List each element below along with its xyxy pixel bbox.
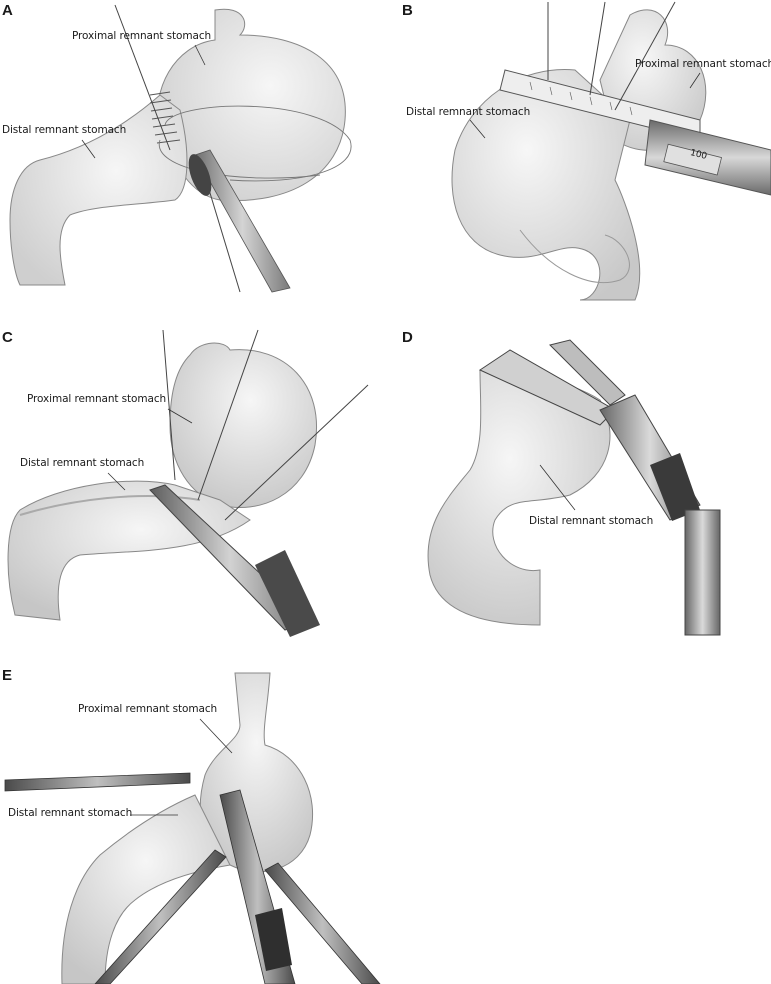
panel-e-letter: E bbox=[2, 667, 13, 684]
grasper-right bbox=[264, 862, 381, 984]
grasper-left-top bbox=[4, 772, 191, 792]
grasper-left-bottom bbox=[94, 849, 227, 984]
panel-e-illustration bbox=[4, 672, 381, 984]
distal-stomach-shape bbox=[451, 69, 641, 301]
panel-b-label-proximal: Proximal remnant stomach bbox=[635, 58, 771, 70]
panel-b-letter: B bbox=[402, 2, 413, 19]
proximal-stomach-shape bbox=[169, 342, 317, 508]
panel-e-label-distal: Distal remnant stomach bbox=[8, 807, 133, 819]
panel-a-label-proximal: Proximal remnant stomach bbox=[72, 30, 212, 42]
panel-d-illustration bbox=[427, 339, 721, 636]
panel-c-letter: C bbox=[2, 329, 13, 346]
panel-b: B Proximal remnant stomach Distal remnan… bbox=[400, 0, 771, 305]
panel-c-label-proximal: Proximal remnant stomach bbox=[27, 393, 167, 405]
panel-e: E Proximal remnant stomach Distal remnan… bbox=[0, 665, 400, 984]
distal-stomach-shape bbox=[9, 94, 188, 286]
panel-a-illustration bbox=[9, 4, 352, 293]
panel-c-illustration bbox=[7, 329, 369, 637]
distal-stomach-shape bbox=[61, 794, 231, 984]
panel-b-label-distal: Distal remnant stomach bbox=[406, 106, 531, 118]
panel-b-illustration bbox=[451, 1, 771, 301]
panel-d-label-distal: Distal remnant stomach bbox=[529, 515, 654, 527]
panel-a-letter: A bbox=[2, 2, 13, 19]
panel-a: A Proximal remnant stomach Distal remnan… bbox=[0, 0, 390, 300]
panel-c-label-distal: Distal remnant stomach bbox=[20, 457, 145, 469]
panel-d-letter: D bbox=[402, 329, 413, 346]
panel-e-label-proximal: Proximal remnant stomach bbox=[78, 703, 218, 715]
panel-a-label-distal: Distal remnant stomach bbox=[2, 124, 127, 136]
panel-c: C Proximal remnant stomach Distal remnan… bbox=[0, 325, 390, 640]
panel-d: D Distal remnant stomach bbox=[400, 325, 771, 640]
